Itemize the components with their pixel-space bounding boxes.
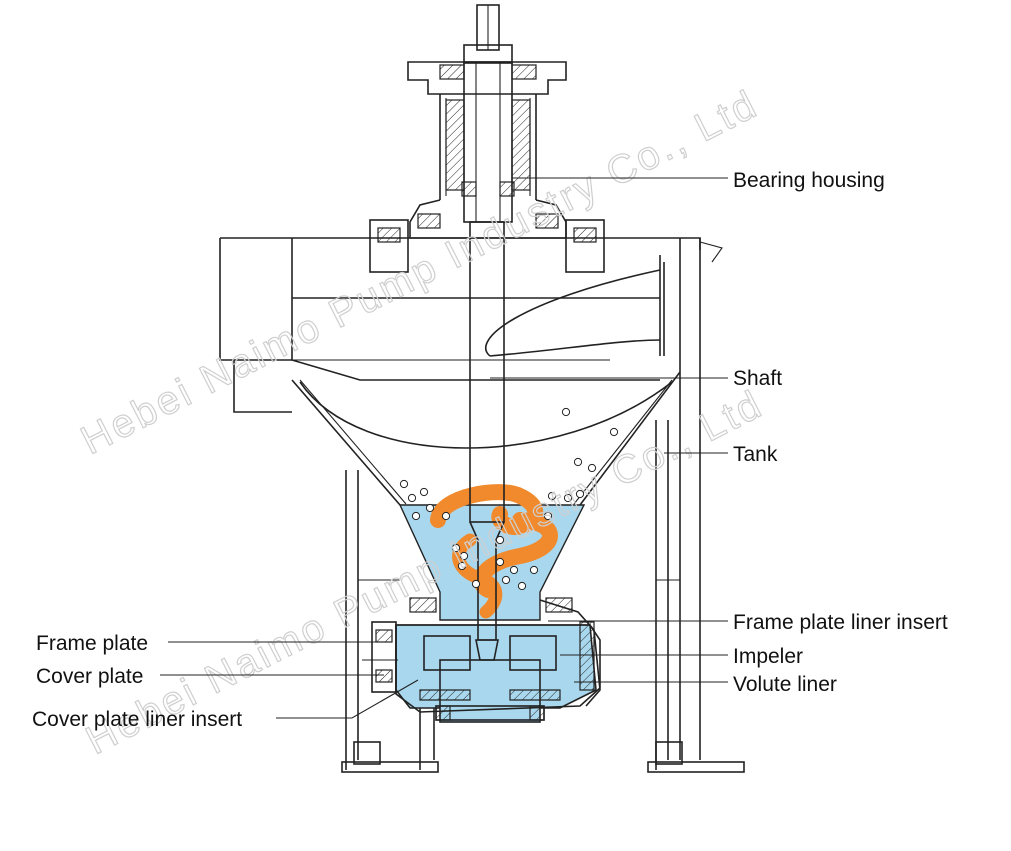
foam-bubble bbox=[529, 565, 539, 575]
foam-bubble bbox=[457, 561, 467, 571]
foam-bubble bbox=[441, 511, 451, 521]
foam-bubbles bbox=[399, 407, 619, 591]
label-frame-plate: Frame plate bbox=[36, 632, 148, 655]
foam-bubble bbox=[543, 511, 553, 521]
foam-bubble bbox=[575, 489, 585, 499]
foam-bubble bbox=[471, 579, 481, 589]
foam-bubble bbox=[425, 503, 435, 513]
pump-casing-drawing bbox=[362, 597, 601, 721]
label-frame-plate-liner-insert: Frame plate liner insert bbox=[733, 611, 948, 634]
foam-bubble bbox=[587, 463, 597, 473]
foam-bubble bbox=[399, 479, 409, 489]
leader-cover-plate-liner-insert bbox=[276, 679, 419, 719]
foam-bubble bbox=[419, 487, 429, 497]
foam-bubble bbox=[451, 543, 461, 553]
foam-bubble bbox=[495, 535, 505, 545]
label-bearing-housing: Bearing housing bbox=[733, 169, 885, 192]
impeller-rotor-drawing bbox=[430, 484, 558, 619]
foam-bubble bbox=[407, 493, 417, 503]
watermark-text-top: Hebei Naimo Pump Industry Co., Ltd bbox=[74, 82, 765, 463]
foam-bubble bbox=[495, 557, 505, 567]
leader-lines bbox=[160, 177, 728, 719]
part-labels: Bearing housing Shaft Tank Frame plate l… bbox=[32, 169, 948, 731]
foam-bubble bbox=[563, 493, 573, 503]
foam-bubble bbox=[459, 551, 469, 561]
tank-drawing bbox=[219, 219, 723, 506]
foam-bubble bbox=[573, 457, 583, 467]
label-cover-plate: Cover plate bbox=[36, 665, 143, 688]
foam-bubble bbox=[501, 575, 511, 585]
label-cover-plate-liner-insert: Cover plate liner insert bbox=[32, 708, 242, 731]
foam-bubble bbox=[509, 565, 519, 575]
support-legs-drawing bbox=[341, 360, 745, 773]
foam-bubble bbox=[517, 581, 527, 591]
label-impeler: Impeler bbox=[733, 645, 803, 668]
label-shaft: Shaft bbox=[733, 367, 782, 390]
foam-bubble bbox=[561, 407, 571, 417]
foam-bubble bbox=[547, 491, 557, 501]
foam-bubble bbox=[411, 511, 421, 521]
label-volute-liner: Volute liner bbox=[733, 673, 837, 696]
foam-bubble bbox=[609, 427, 619, 437]
label-tank: Tank bbox=[733, 443, 778, 466]
